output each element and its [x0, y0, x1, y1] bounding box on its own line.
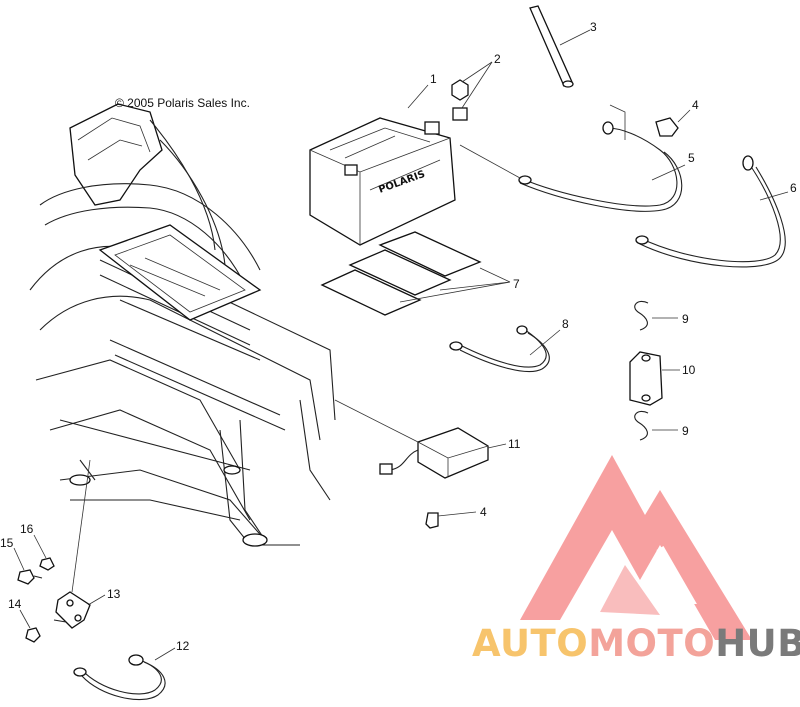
part-13-bracket: [53, 459, 91, 629]
callout-12: 12: [176, 639, 190, 653]
callout-16: 16: [20, 522, 34, 536]
callout-11: 11: [508, 437, 521, 451]
part-12-cable: [73, 654, 166, 701]
callout-14: 14: [8, 597, 22, 611]
watermark-moto: MOTO: [588, 622, 715, 665]
callout-5: 5: [688, 151, 695, 165]
battery-pads: [320, 231, 511, 316]
callout-6: 6: [790, 181, 797, 195]
watermark-text: AUTOMOTOHUB: [472, 622, 800, 665]
callout-9-lower: 9: [682, 424, 689, 438]
callout-3: 3: [590, 20, 597, 34]
callout-10: 10: [682, 363, 696, 377]
callout-15: 15: [0, 536, 14, 550]
callout-13: 13: [107, 587, 121, 601]
battery: POLARIS: [309, 117, 456, 246]
small-hardware: [17, 557, 55, 643]
part-4-bolt-upper: [609, 104, 679, 140]
callout-9-upper: 9: [682, 312, 689, 326]
callout-4-lower: 4: [480, 505, 487, 519]
part-3-rod: [529, 5, 574, 88]
callout-1: 1: [430, 72, 437, 86]
part-2-fasteners: [451, 79, 469, 121]
copyright-text: © 2005 Polaris Sales Inc.: [115, 96, 250, 110]
callout-4-upper: 4: [692, 98, 699, 112]
battery-cables: [459, 121, 786, 268]
watermark-auto: AUTO: [472, 622, 588, 665]
watermark-logo: [520, 455, 752, 640]
part-4-bolt-lower: [425, 512, 439, 529]
callout-numbers: 1 2 3 4 5 6 7 8 9 10 9 11 4 12 13 14 15 …: [0, 20, 797, 653]
leader-lines: [13, 29, 789, 661]
frame-chassis: [29, 103, 336, 547]
part-8-cable: [449, 325, 550, 373]
callout-2: 2: [494, 52, 501, 66]
svg-text:AUTOMOTOHUB: AUTOMOTOHUB: [472, 622, 800, 665]
callout-8: 8: [562, 317, 569, 331]
callout-7: 7: [513, 277, 520, 291]
part-11-module: [334, 399, 489, 479]
watermark-hub: HUB: [715, 622, 800, 665]
clips-and-bracket: [629, 300, 663, 441]
